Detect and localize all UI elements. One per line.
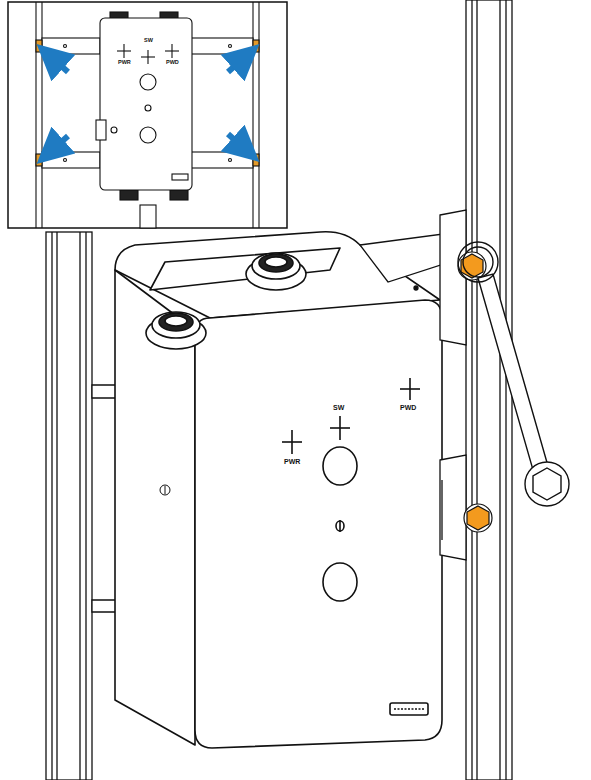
terminal-label: PWR (118, 60, 131, 66)
terminal-label: PWR (284, 458, 300, 465)
terminal-label: PWD (400, 404, 416, 411)
terminal-label: SW (333, 404, 344, 411)
terminal-label: PWD (166, 60, 179, 66)
terminal-label: SW (144, 38, 153, 44)
